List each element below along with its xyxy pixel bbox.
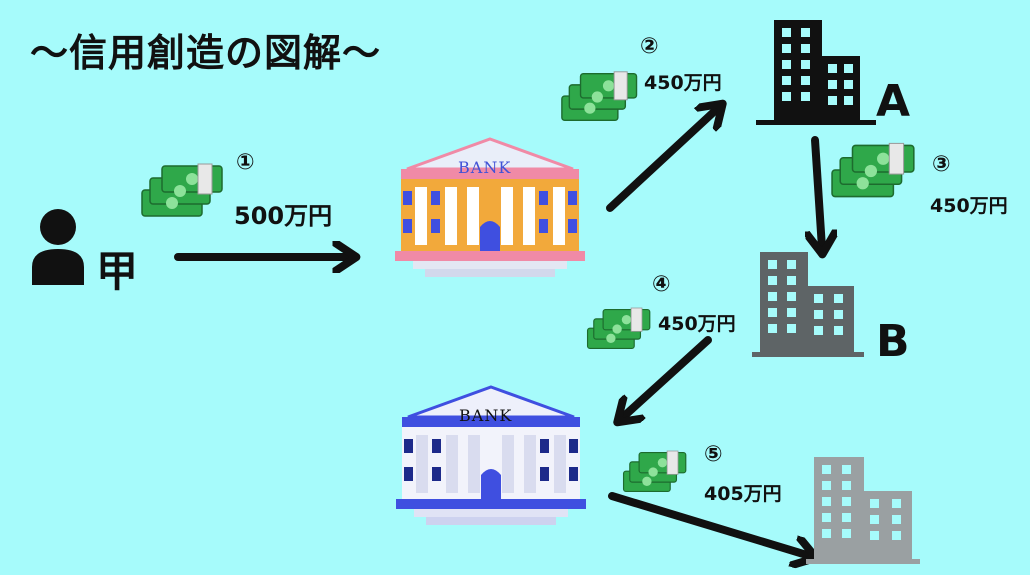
arrow-bank2-to-c [608,492,810,556]
person-icon [32,209,84,285]
arrow-a-to-b [815,136,822,248]
step-5-amount: 405万円 [704,483,782,505]
money-icon [831,142,915,198]
money-icon [141,163,223,217]
step-1-number: ① [236,150,255,175]
money-icon [622,450,687,493]
arrow-bank-to-a [606,108,718,212]
company-b-label: B [876,316,910,367]
bank-1-sign: BANK [458,158,512,177]
building-icon [806,457,920,564]
arrow-b-to-bank2 [622,336,712,418]
step-3-number: ③ [932,152,951,177]
money-icon [561,71,638,122]
step-4-number: ④ [652,272,671,297]
step-2-amount: 450万円 [644,72,722,94]
step-3-amount: 450万円 [930,195,1008,217]
bank-2-sign: BANK [459,406,513,425]
person-label: 甲 [96,247,139,296]
page-title: ～信用創造の図解～ [30,31,382,75]
bank-icon [395,137,585,277]
bank-icon [396,385,586,525]
building-icon [756,20,876,125]
money-icon [586,307,651,350]
step-4-amount: 450万円 [658,313,736,335]
building-icon [752,252,864,357]
step-1-amount: 500万円 [234,202,333,230]
step-2-number: ② [640,34,659,59]
company-a-label: A [876,76,911,127]
step-5-number: ⑤ [704,442,723,467]
